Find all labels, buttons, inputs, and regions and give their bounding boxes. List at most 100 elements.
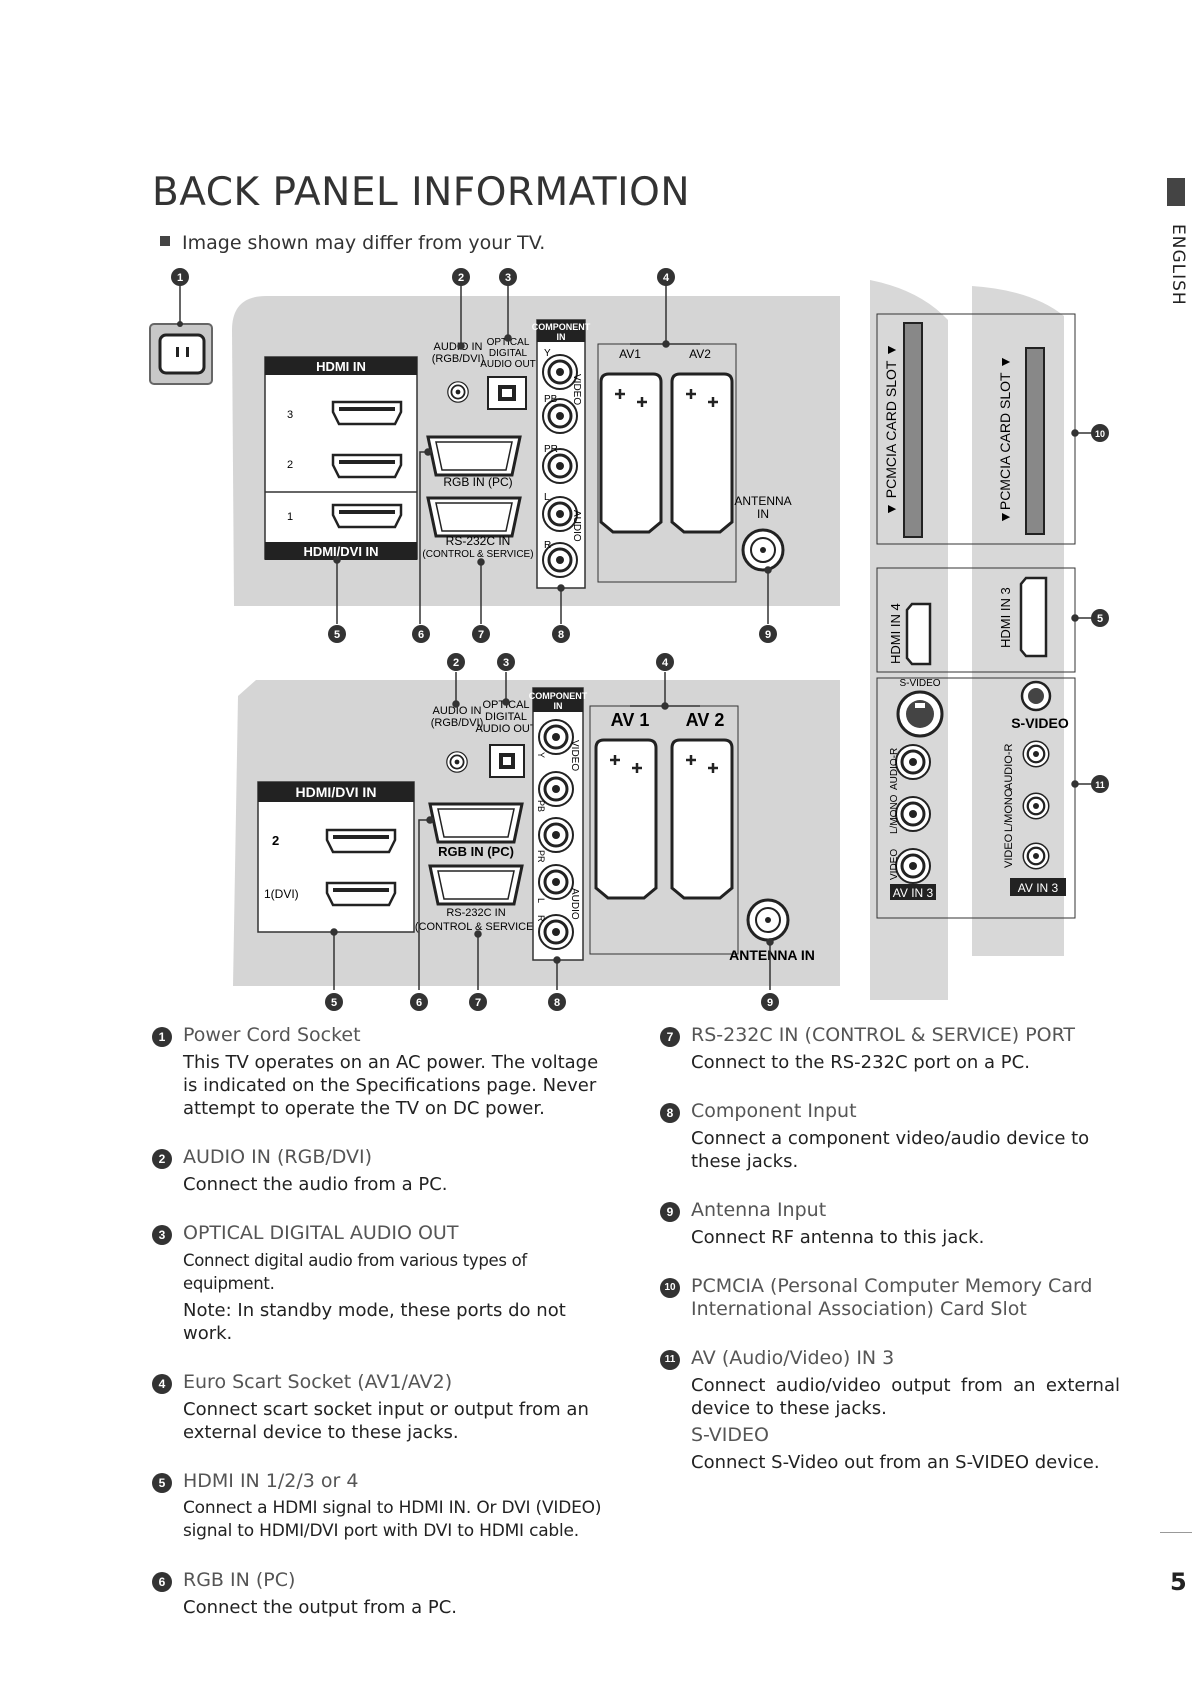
description-item: 3 OPTICAL DIGITAL AUDIO OUT Connect digi… bbox=[152, 1222, 612, 1345]
item-body: Connect to the RS-232C port on a PC. bbox=[691, 1051, 1120, 1074]
optical-port bbox=[489, 744, 525, 778]
callout-3: 3 bbox=[505, 272, 511, 284]
description-item: 8 Component Input Connect a component vi… bbox=[660, 1100, 1120, 1173]
item-title: HDMI IN 1/2/3 or 4 bbox=[183, 1470, 359, 1492]
image-note-text: Image shown may differ from your TV. bbox=[182, 232, 546, 254]
l-label: L bbox=[544, 492, 550, 503]
item-number: 6 bbox=[152, 1572, 172, 1592]
panel2-hdmi-block: HDMI/DVI IN 2 1(DVI) bbox=[257, 781, 415, 933]
antenna-jack bbox=[741, 528, 785, 572]
item-number: 3 bbox=[152, 1225, 172, 1245]
language-tab-marker bbox=[1167, 178, 1185, 206]
hdmi-port bbox=[331, 453, 403, 479]
l-mono-label: L/MONO bbox=[889, 794, 900, 834]
video-label: VIDEO bbox=[1003, 833, 1015, 868]
hdmi-port-label: 2 bbox=[272, 833, 279, 848]
rgb-in-label: RGB IN (PC) bbox=[443, 475, 512, 489]
video-label: VIDEO bbox=[571, 374, 582, 405]
item-text: Connect the audio from a PC. bbox=[183, 1174, 448, 1195]
callout-4: 4 bbox=[663, 272, 670, 284]
callout-7: 7 bbox=[475, 997, 481, 1009]
item-text: Connect S-Video out from an S-VIDEO devi… bbox=[691, 1452, 1100, 1473]
antenna-jack bbox=[746, 898, 790, 942]
component-in-label: IN bbox=[557, 332, 566, 342]
item-title: RGB IN (PC) bbox=[183, 1569, 296, 1591]
page-rule bbox=[1160, 1532, 1192, 1533]
item-title: OPTICAL DIGITAL AUDIO OUT bbox=[183, 1222, 459, 1244]
audio-in-sub-label: (RGB/DVI) bbox=[431, 717, 484, 729]
side-video-jack bbox=[894, 847, 932, 885]
video-label: VIDEO bbox=[569, 740, 580, 771]
side-av-box bbox=[876, 677, 1076, 919]
hdmi-in-3-label: HDMI IN 3 bbox=[998, 587, 1013, 648]
callout-10: 10 bbox=[1095, 429, 1105, 439]
optical-label: DIGITAL bbox=[489, 348, 528, 359]
hdmi-port-label: 1(DVI) bbox=[264, 887, 299, 901]
page-number: 5 bbox=[1170, 1568, 1187, 1596]
audio-in-jack bbox=[446, 380, 470, 404]
item-body: Connect audio/video output from an exter… bbox=[691, 1374, 1120, 1474]
item-title: RS-232C IN (CONTROL & SERVICE) PORT bbox=[691, 1024, 1076, 1046]
item-number: 8 bbox=[660, 1103, 680, 1123]
s-video-jack-a bbox=[896, 690, 944, 738]
rgb-in-label: RGB IN (PC) bbox=[438, 844, 514, 859]
y-label: Y bbox=[544, 348, 551, 359]
item-number: 2 bbox=[152, 1149, 172, 1169]
side-audio-r-jack bbox=[894, 743, 932, 781]
callout-8: 8 bbox=[554, 997, 560, 1009]
callout-5: 5 bbox=[331, 997, 337, 1009]
optical-label: AUDIO OUT bbox=[480, 359, 536, 370]
antenna-label: ANTENNA bbox=[734, 494, 791, 508]
pcmcia-box bbox=[876, 313, 1076, 545]
av1-label: AV 1 bbox=[611, 710, 650, 730]
optical-label: OPTICAL bbox=[487, 337, 530, 348]
page-title: BACK PANEL INFORMATION bbox=[152, 170, 690, 215]
hdmi-3-port bbox=[1019, 576, 1048, 658]
item-title: Antenna Input bbox=[691, 1199, 827, 1221]
callout-markers: 1 2 3 4 5 6 7 8 9 10 5 11 2 3 4 5 6 7 8 … bbox=[171, 268, 1109, 1011]
item-body: Connect the audio from a PC. bbox=[183, 1173, 612, 1196]
s-video-label: S-VIDEO bbox=[899, 678, 940, 689]
item-text: Connect RF antenna to this jack. bbox=[691, 1227, 985, 1248]
back-panel-diagram: HDMI IN HDMI/DVI IN 3 2 1 AUDIO IN (RGB/… bbox=[149, 268, 1109, 1011]
item-number: 7 bbox=[660, 1027, 680, 1047]
item-text: Connect scart socket input or output fro… bbox=[183, 1399, 589, 1443]
callout-9: 9 bbox=[767, 997, 773, 1009]
item-body: Connect scart socket input or output fro… bbox=[183, 1398, 612, 1444]
component-pr-jack bbox=[537, 816, 575, 854]
panel2-component-block: COMPONENT IN Y PB PR L R VIDEO AUDIO bbox=[529, 687, 588, 961]
hdmi-dvi-in-label: HDMI/DVI IN bbox=[296, 784, 377, 800]
optical-label: DIGITAL bbox=[485, 711, 527, 723]
bullet-square-icon bbox=[160, 236, 170, 246]
item-number: 10 bbox=[660, 1278, 680, 1298]
item-title: Euro Scart Socket (AV1/AV2) bbox=[183, 1371, 453, 1393]
rgb-in-port bbox=[426, 435, 522, 477]
item-body: Connect the output from a PC. bbox=[183, 1596, 612, 1619]
description-item: 6 RGB IN (PC) Connect the output from a … bbox=[152, 1569, 612, 1619]
description-item: 9 Antenna Input Connect RF antenna to th… bbox=[660, 1199, 1120, 1249]
item-title: PCMCIA (Personal Computer Memory Card In… bbox=[691, 1275, 1093, 1320]
callout-3: 3 bbox=[503, 657, 509, 669]
optical-label: AUDIO OUT bbox=[475, 723, 536, 735]
l-mono-label: L/MONO bbox=[1003, 788, 1015, 832]
s-video-label: S-VIDEO bbox=[1011, 715, 1069, 731]
callout-6: 6 bbox=[416, 997, 422, 1009]
callout-7: 7 bbox=[478, 629, 484, 641]
panel1-component-block: COMPONENT IN Y PB PR L R VIDEO AUDIO bbox=[532, 319, 591, 589]
description-item: 10 PCMCIA (Personal Computer Memory Card… bbox=[660, 1275, 1120, 1321]
hdmi-port bbox=[325, 828, 397, 854]
side-audio-r-jack bbox=[1022, 740, 1050, 768]
audio-r-label: AUDIO-R bbox=[889, 748, 900, 790]
hdmi-port-label: 1 bbox=[287, 511, 293, 523]
description-item: 7 RS-232C IN (CONTROL & SERVICE) PORT Co… bbox=[660, 1024, 1120, 1074]
hdmi-4-port bbox=[905, 602, 932, 666]
pcmcia-label-b: ▼PCMCIA CARD SLOT ▼ bbox=[997, 355, 1013, 524]
item-title: Power Cord Socket bbox=[183, 1024, 361, 1046]
description-item: 4 Euro Scart Socket (AV1/AV2) Connect sc… bbox=[152, 1371, 612, 1444]
item-body: Connect digital audio from various types… bbox=[183, 1249, 612, 1345]
s-video-jack-b bbox=[1020, 680, 1052, 712]
item-title: Component Input bbox=[691, 1100, 857, 1122]
callout-2: 2 bbox=[453, 657, 459, 669]
pb-label: PB bbox=[536, 800, 546, 812]
pr-label: PR bbox=[544, 444, 558, 455]
